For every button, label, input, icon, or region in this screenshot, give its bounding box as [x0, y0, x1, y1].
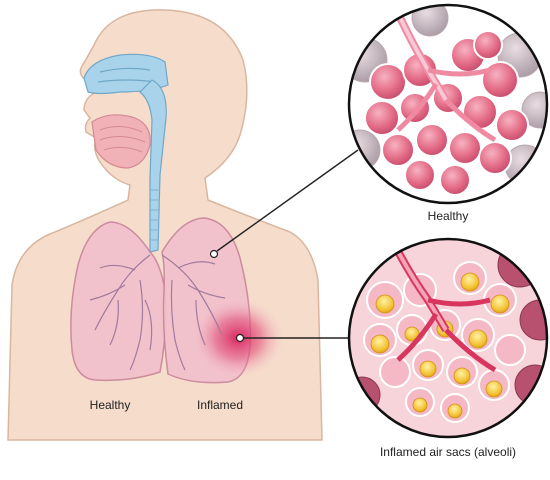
lung-right-inflamed [161, 217, 284, 384]
nasal-airway [83, 53, 169, 253]
alveoli-healthy-magnified [347, 3, 549, 205]
callout-lines [216, 149, 359, 339]
label-left-lung-healthy: Healthy [89, 398, 131, 412]
label-inflamed-callout: Inflamed air sacs (alveoli) [379, 445, 517, 459]
label-healthy-callout: Healthy [427, 209, 469, 223]
mouth-tongue [91, 114, 151, 169]
label-right-lung-inflamed: Inflamed [196, 398, 244, 412]
alveoli-inflamed-magnified [347, 237, 549, 439]
callout-marker-healthy [209, 249, 219, 259]
